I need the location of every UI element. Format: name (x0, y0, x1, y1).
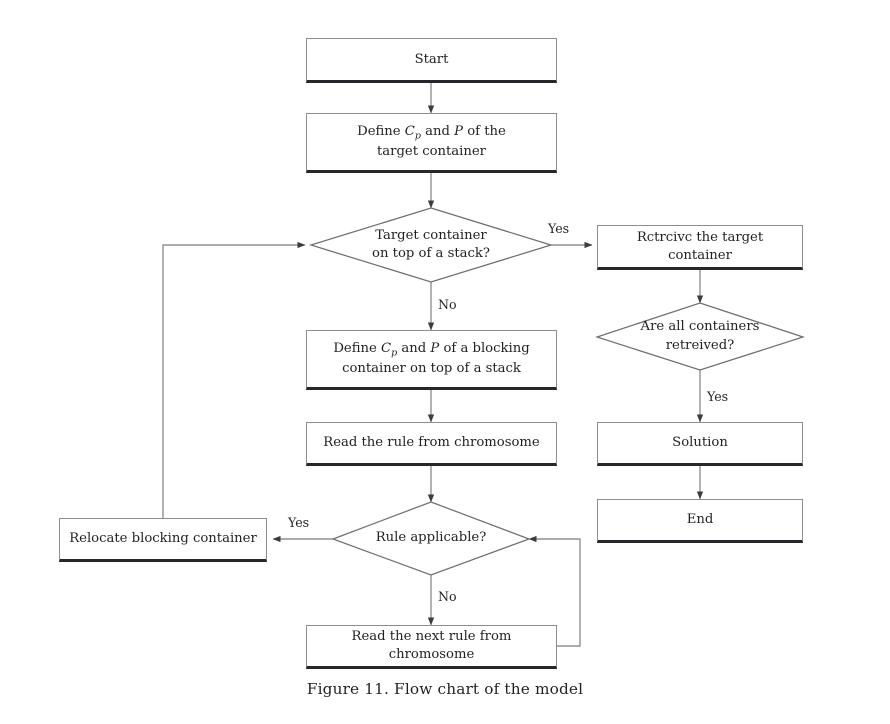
edge-label-all-retrieved-yes: Yes (707, 389, 729, 404)
node-start-label: Start (414, 51, 449, 67)
decision-on-top-shape (308, 207, 554, 283)
node-end[interactable]: End (597, 499, 803, 543)
decision-all-retrieved-shape (594, 302, 806, 371)
node-relocate-blocking-container[interactable]: Relocate blocking container (59, 518, 267, 562)
edge-label-on-top-no: No (438, 297, 457, 312)
node-read-rule-from-chromosome-label: Read the rule from chromosome (323, 435, 540, 451)
node-solution[interactable]: Solution (597, 422, 803, 466)
node-read-next-rule-from-chromosome-label: Read the next rule from chromosome (351, 629, 512, 662)
figure-caption: Figure 11. Flow chart of the model (306, 680, 584, 698)
node-solution-label: Solution (672, 435, 728, 451)
decision-rule-ok-shape (331, 501, 531, 576)
node-end-label: End (686, 512, 714, 528)
node-rule-applicable-decision-label: Rule applicable? (375, 530, 487, 546)
node-retrieve-target-container[interactable]: Rctrcivc the target container (597, 225, 803, 270)
node-read-next-rule-from-chromosome[interactable]: Read the next rule from chromosome (306, 625, 557, 669)
edge-relocate-loop-to-on-top (162, 241, 306, 518)
node-rule-applicable-decision[interactable]: Rule applicable? (333, 502, 529, 575)
edge-label-on-top-yes: Yes (548, 221, 570, 236)
node-relocate-blocking-container-label: Relocate blocking container (69, 531, 257, 547)
node-read-rule-from-chromosome[interactable]: Read the rule from chromosome (306, 422, 557, 466)
edge-label-rule-ok-no: No (438, 589, 457, 604)
edge-read-next-loop-to-rule-ok (528, 535, 581, 647)
node-retrieve-target-container-label: Rctrcivc the target container (636, 229, 764, 263)
node-start[interactable]: Start (306, 38, 557, 83)
edge-label-rule-ok-yes: Yes (288, 515, 310, 530)
